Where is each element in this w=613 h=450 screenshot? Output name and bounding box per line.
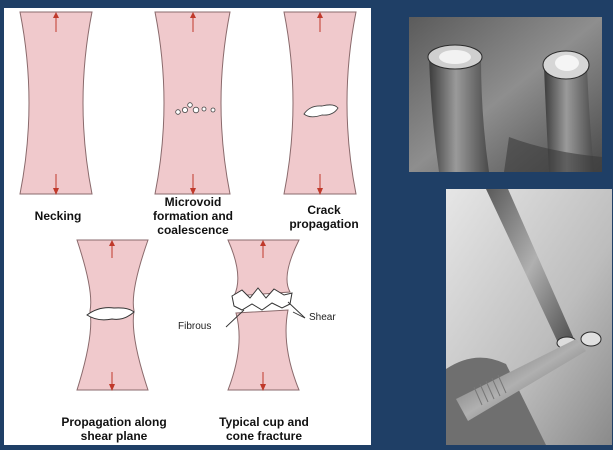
shear-leader-top <box>288 302 305 318</box>
photo-fractured-specimen-angled <box>446 189 612 445</box>
annotation-fibrous: Fibrous <box>178 321 211 332</box>
annotation-shear: Shear <box>309 312 336 323</box>
specimen-necking <box>20 12 92 195</box>
fracture-stages-diagram: Necking Microvoid formation and coalesce… <box>4 8 371 445</box>
label-microvoid: Microvoid formation and coalescence <box>143 195 243 237</box>
specimen-cup-cone <box>226 240 305 391</box>
label-shear-plane: Propagation along shear plane <box>44 415 184 443</box>
specimen-shear-plane <box>77 240 148 391</box>
label-cup-cone: Typical cup and cone fracture <box>199 415 329 443</box>
specimen-crack <box>284 12 356 195</box>
label-crack: Crack propagation <box>279 203 369 231</box>
photo-fractured-specimens-closeup <box>409 17 602 172</box>
label-necking: Necking <box>28 209 88 223</box>
specimen-microvoid <box>155 12 230 195</box>
